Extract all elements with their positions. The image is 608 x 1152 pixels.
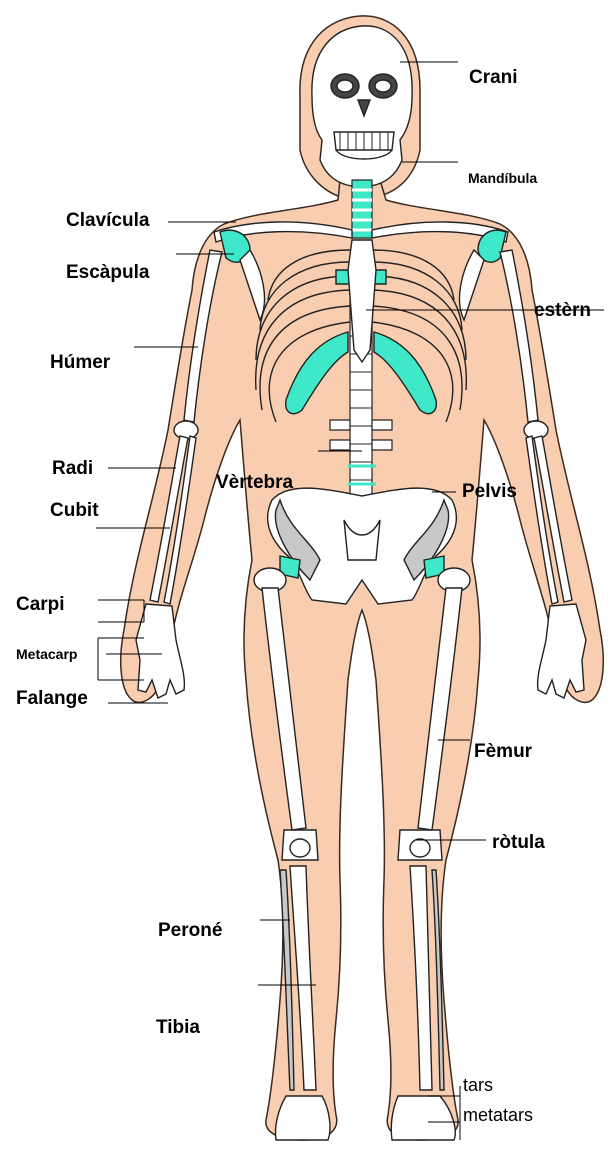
label-vertebra: Vèrtebra	[216, 472, 293, 494]
label-radi: Radi	[52, 458, 93, 480]
label-humer: Húmer	[50, 352, 110, 374]
label-tars: tars	[463, 1075, 493, 1096]
label-escapula: Escàpula	[66, 262, 149, 284]
label-mandibula: Mandíbula	[468, 170, 537, 186]
label-clavicula: Clavícula	[66, 210, 149, 232]
label-perone: Peroné	[158, 920, 222, 942]
label-cubit: Cubit	[50, 500, 99, 522]
label-rotula: ròtula	[492, 832, 545, 854]
label-femur: Fèmur	[474, 741, 532, 763]
label-esterno: estèrn	[534, 300, 591, 322]
label-metacarp: Metacarp	[16, 646, 77, 662]
label-carpi: Carpi	[16, 594, 65, 616]
label-pelvis: Pelvis	[462, 481, 517, 503]
label-metatars: metatars	[463, 1105, 533, 1126]
label-falange: Falange	[16, 688, 88, 710]
skull	[312, 26, 412, 186]
label-crani: Crani	[469, 67, 518, 89]
label-tibia: Tibia	[156, 1017, 200, 1039]
